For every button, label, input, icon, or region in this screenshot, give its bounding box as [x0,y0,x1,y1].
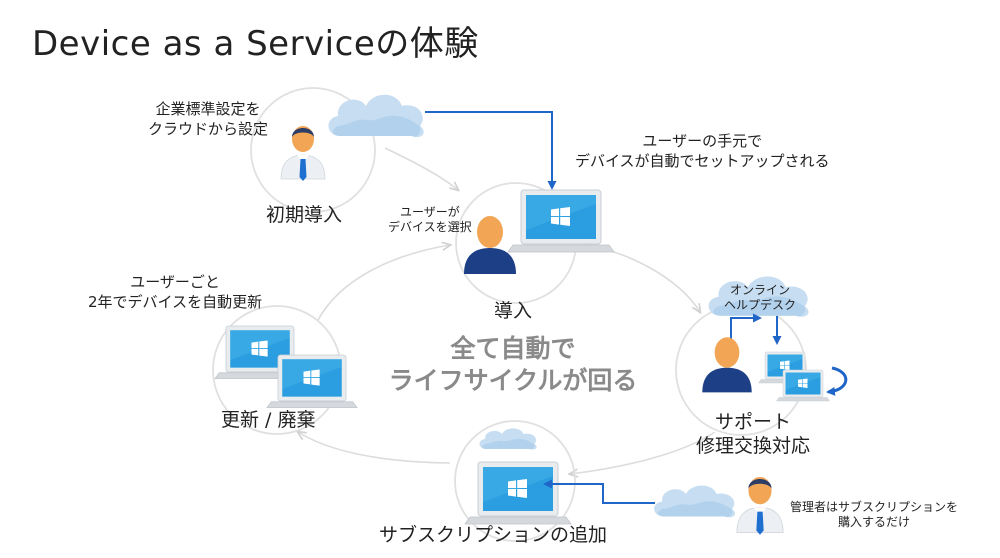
center-message-line-1: 全て自動で [450,334,576,363]
initial-cloud-icon [328,94,424,138]
renew-note-line-1: ユーザーごと [130,273,220,291]
initial-stage-label: 初期導入 [266,204,343,226]
deploy-note-line-1: ユーザーが [399,205,460,219]
helpdesk-cloud-line-2: ヘルプデスク [724,298,797,312]
setup-note-line-2: デバイスが自動でセットアップされる [575,152,830,170]
setup-note: ユーザーの手元で デバイスが自動でセットアップされる [575,131,830,171]
deploy-laptop-icon [508,190,614,252]
deploy-note: ユーザーが デバイスを選択 [388,205,472,235]
admin-to-subscription-arrow [543,479,655,504]
renew-note-line-2: 2年でデバイスを自動更新 [88,293,263,311]
support-user-icon [702,337,752,393]
cloud-to-device-arrow [425,111,557,190]
center-message: 全て自動で ライフサイクルが回る [383,333,643,397]
center-message-line-2: ライフサイクルが回る [388,366,638,395]
subscription-cloud-icon [479,428,537,450]
subscription-stage-label: サブスクリプションの追加 [379,524,608,546]
renew-stage-label: 更新 / 廃棄 [221,409,316,431]
setup-note-line-1: ユーザーの手元で [642,132,763,150]
initial-note-line-1: 企業標準設定を [155,100,261,118]
deploy-stage-label: 導入 [494,300,533,322]
helpdesk-cloud-label: オンライン ヘルプデスク [724,283,796,313]
initial-note-line-2: クラウドから設定 [148,120,269,138]
page-title: Device as a Serviceの体験 [32,24,479,64]
admin-note-line-1: 管理者はサブスクリプションを [790,500,959,514]
admin-note: 管理者はサブスクリプションを 購入するだけ [790,500,958,530]
support-label-line-1: サポート [714,411,791,433]
support-label-line-2: 修理交換対応 [695,435,810,457]
renew-note: ユーザーごと 2年でデバイスを自動更新 [88,272,262,312]
deploy-note-line-2: デバイスを選択 [388,220,472,234]
admin-cloud-icon [654,485,736,518]
replace-cycle-arrow [826,366,848,396]
support-stage-label: サポート 修理交換対応 [688,410,818,458]
initial-note: 企業標準設定を クラウドから設定 [148,99,268,139]
helpdesk-cloud-line-1: オンライン [730,283,791,297]
subscription-laptop-icon [465,462,571,524]
support-laptop-2-icon [777,370,830,401]
initial-deploy-person-icon [280,125,326,182]
admin-note-line-2: 購入するだけ [838,515,911,529]
helpdesk-up-arrow [730,313,762,346]
admin-person-icon [736,476,784,536]
renew-laptop-2-icon [267,355,357,408]
